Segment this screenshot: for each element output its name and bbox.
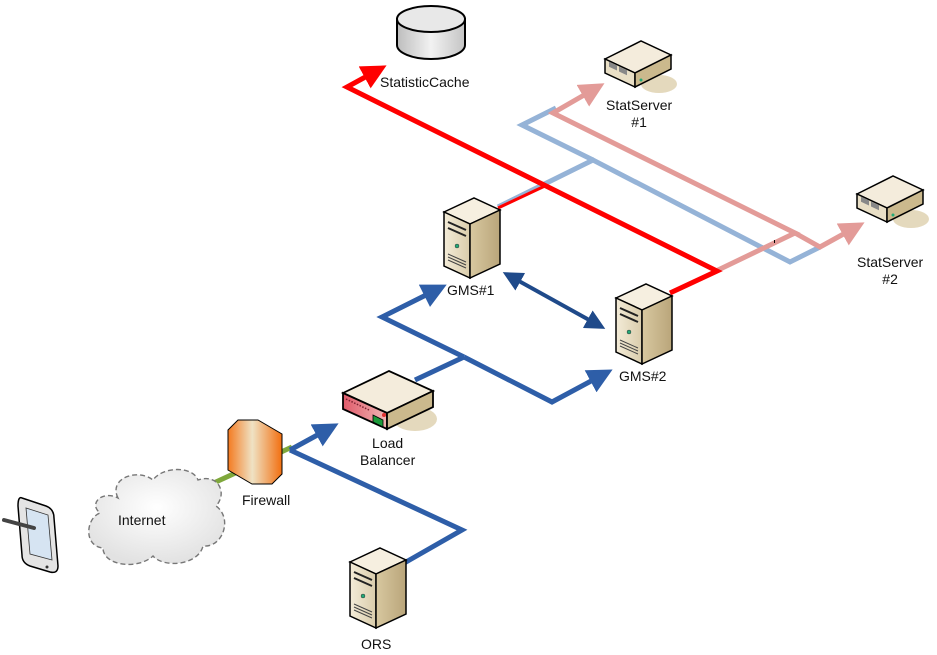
server-tower-icon[interactable] [442,197,502,280]
label-gms1: GMS#1 [447,282,495,298]
firewall-icon[interactable] [227,419,283,485]
label-statserver2: StatServer #2 [857,254,924,287]
edge-gms1-statserver1 [516,105,595,163]
edge-firewall-ors [288,447,468,573]
edge-gms1-gms2 [502,272,606,329]
edge-gms2-statcache [341,65,723,296]
edge-loadbalancer-gms [413,354,466,383]
tick-mark [774,240,775,243]
edge-loadbalancer-gms1 [376,284,466,360]
edge-loadbalancer-gms2 [462,354,613,405]
label-gms2: GMS#2 [619,368,667,384]
network-appliance-icon[interactable] [603,40,677,93]
label-loadbalancer: Load Balancer [360,435,416,468]
label-internet: Internet [118,512,166,528]
edge-gms2-statserver2 [793,222,865,250]
server-tower-icon[interactable] [348,547,408,630]
network-appliance-icon[interactable] [855,175,929,228]
server-tower-icon[interactable] [614,283,674,366]
tablet-icon[interactable] [2,496,59,574]
label-statserver1: StatServer #1 [606,97,673,130]
database-icon[interactable] [396,5,466,60]
edge-firewall-loadbalancer [288,423,339,453]
label-statisticcache: StatisticCache [380,74,470,90]
label-ors: ORS [361,636,392,652]
load-balancer-icon[interactable] [340,370,437,431]
edge-gms1-statcache [497,183,548,210]
cloud-icon[interactable] [88,468,226,566]
label-firewall: Firewall [242,492,291,508]
edge-gms2-statserver1 [547,83,801,274]
